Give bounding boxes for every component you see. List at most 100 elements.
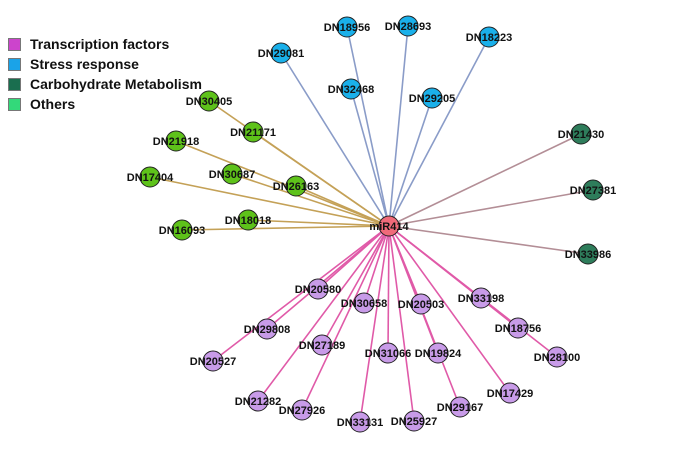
node-circle: [307, 278, 329, 300]
edge-transcription: [359, 225, 390, 423]
node-label: DN32468: [328, 84, 374, 96]
node-circle: [336, 16, 358, 38]
node-label: DN27926: [279, 405, 325, 417]
node-stress[interactable]: DN18223: [466, 26, 512, 48]
legend-swatch-transcription-factors: [8, 37, 21, 51]
edge-transcription: [257, 225, 390, 402]
node-transcription[interactable]: DN20503: [398, 293, 444, 315]
node-circle: [221, 163, 243, 185]
node-label: DN20503: [398, 299, 444, 311]
node-transcription[interactable]: DN20580: [295, 278, 341, 300]
hub-label: miR414: [369, 221, 409, 233]
node-circle: [377, 342, 399, 364]
edge-transcription: [321, 225, 390, 346]
node-circle: [285, 175, 307, 197]
legend-label: Carbohydrate Metabolism: [30, 76, 202, 92]
node-label: DN21430: [558, 129, 604, 141]
node-circle: [427, 342, 449, 364]
node-label: DN33131: [337, 417, 383, 429]
node-circle: [139, 166, 161, 188]
node-label: DN18223: [466, 32, 512, 44]
edge-transcription: [388, 225, 461, 408]
legend-item-others: Others: [8, 94, 202, 114]
legend-item-carbohydrate-metabolism: Carbohydrate Metabolism: [8, 74, 202, 94]
node-transcription[interactable]: DN31066: [365, 342, 411, 364]
node-stress[interactable]: DN28693: [385, 15, 431, 37]
edge-transcription: [387, 225, 390, 354]
node-circle: [403, 410, 425, 432]
legend-swatch-stress-response: [8, 57, 21, 71]
node-circle: [198, 90, 220, 112]
node-label: DN33198: [458, 293, 504, 305]
node-transcription[interactable]: DN27189: [299, 334, 345, 356]
node-circle: [247, 390, 269, 412]
node-other[interactable]: DN26163: [273, 175, 319, 197]
legend-swatch-carbohydrate-metabolism: [8, 77, 21, 91]
edges-layer: [149, 25, 594, 423]
node-stress[interactable]: DN29205: [409, 87, 455, 109]
node-carbohydrate[interactable]: DN27381: [570, 179, 616, 201]
node-label: DN16093: [159, 225, 205, 237]
edge-carbohydrate: [388, 189, 594, 227]
node-label: DN30658: [341, 298, 387, 310]
node-transcription[interactable]: DN33198: [458, 287, 504, 309]
edge-other: [175, 140, 390, 227]
node-circle: [507, 317, 529, 339]
node-circle: [470, 287, 492, 309]
node-circle: [449, 396, 471, 418]
node-label: DN20527: [190, 356, 236, 368]
legend-label: Others: [30, 96, 76, 112]
node-transcription[interactable]: DN25927: [391, 410, 437, 432]
node-circle: [242, 121, 264, 143]
edge-stress: [346, 26, 390, 227]
edge-transcription: [266, 225, 390, 330]
node-transcription[interactable]: DN20527: [190, 350, 236, 372]
node-label: DN17404: [127, 172, 174, 184]
node-other[interactable]: DN16093: [159, 219, 205, 241]
node-circle: [478, 26, 500, 48]
hub-node[interactable]: miR414: [369, 215, 409, 237]
node-label: DN20580: [295, 284, 341, 296]
edge-transcription: [301, 225, 390, 411]
node-transcription[interactable]: DN29167: [437, 396, 483, 418]
node-transcription[interactable]: DN18756: [495, 317, 541, 339]
node-stress[interactable]: DN32468: [328, 78, 374, 100]
node-circle: [421, 87, 443, 109]
node-circle: [291, 399, 313, 421]
edge-stress: [388, 97, 433, 227]
node-other[interactable]: DN30687: [209, 163, 255, 185]
node-stress[interactable]: DN29081: [258, 42, 304, 64]
node-circle: [499, 382, 521, 404]
edge-other: [247, 219, 390, 227]
node-transcription[interactable]: DN19824: [415, 342, 462, 364]
node-other[interactable]: DN21171: [230, 121, 276, 143]
node-carbohydrate[interactable]: DN33986: [565, 243, 611, 265]
node-label: DN18018: [225, 215, 271, 227]
edge-other: [295, 185, 390, 227]
node-other[interactable]: DN18018: [225, 209, 271, 231]
node-transcription[interactable]: DN30658: [341, 292, 387, 314]
node-other[interactable]: DN17404: [127, 166, 174, 188]
edge-carbohydrate: [388, 133, 582, 227]
node-transcription[interactable]: DN33131: [337, 411, 383, 433]
node-transcription[interactable]: DN27926: [279, 399, 325, 421]
node-carbohydrate[interactable]: DN21430: [558, 123, 604, 145]
node-transcription[interactable]: DN29808: [244, 318, 290, 340]
node-circle: [577, 243, 599, 265]
hub-circle: [378, 215, 400, 237]
node-stress[interactable]: DN18956: [324, 16, 370, 38]
node-other[interactable]: DN30405: [186, 90, 232, 112]
node-label: DN31066: [365, 348, 411, 360]
node-other[interactable]: DN21918: [153, 130, 199, 152]
node-transcription[interactable]: DN21282: [235, 390, 281, 412]
node-label: DN21282: [235, 396, 281, 408]
node-label: DN25927: [391, 416, 437, 428]
node-transcription[interactable]: DN28100: [534, 346, 580, 368]
node-label: DN17429: [487, 388, 533, 400]
node-circle: [202, 350, 224, 372]
node-circle: [270, 42, 292, 64]
node-transcription[interactable]: DN17429: [487, 382, 533, 404]
node-label: DN33986: [565, 249, 611, 261]
